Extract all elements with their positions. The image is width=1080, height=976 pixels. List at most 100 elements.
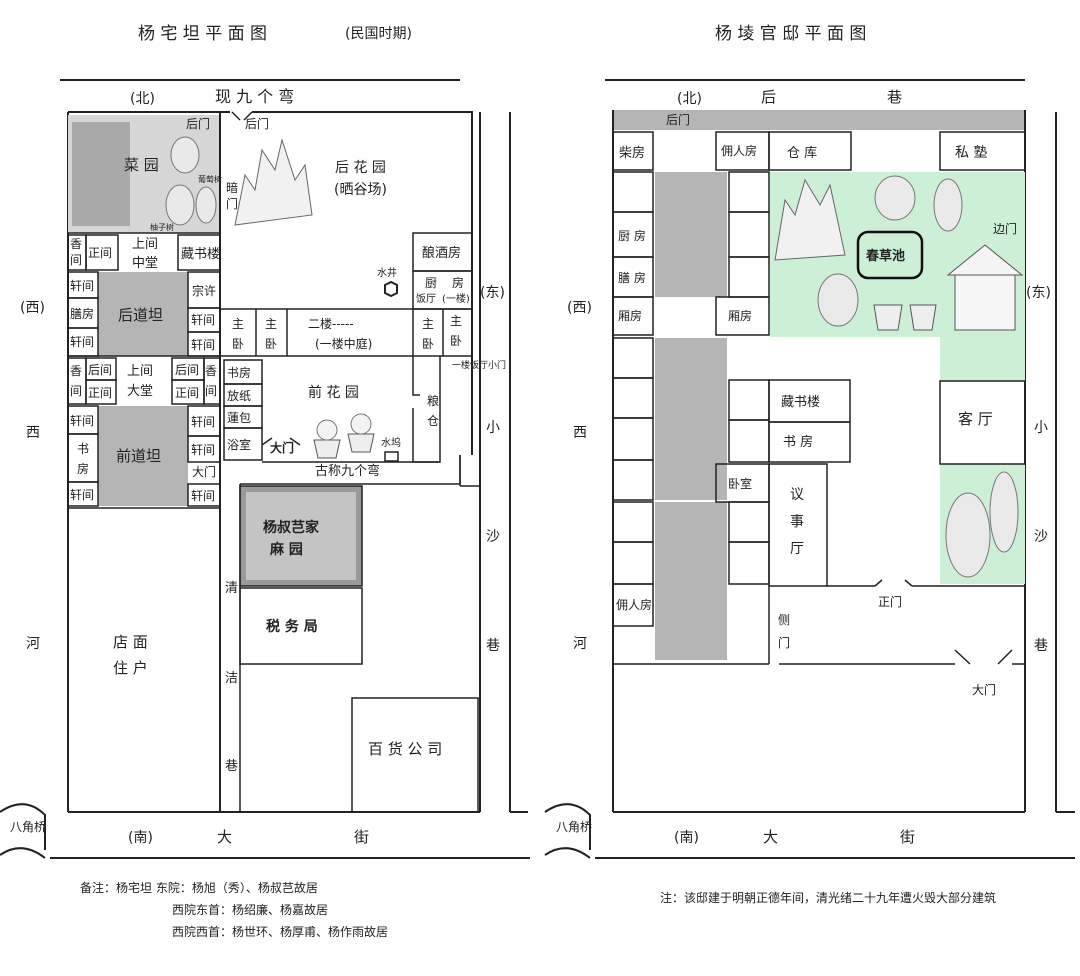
left-north-label: (北): [130, 91, 155, 107]
upper-room-middle-hall-1: 上间: [132, 237, 158, 252]
incense-room-3a: 香: [205, 364, 217, 378]
front-courtyard: [98, 406, 188, 506]
back-courtyard: [98, 272, 188, 356]
back-courtyard-label: 后道坦: [118, 306, 163, 324]
master-bedroom-1b: 卧: [232, 337, 244, 351]
wing-room-2-label: 厢房: [728, 308, 752, 323]
right-octagon-bridge: 八角桥: [556, 820, 592, 834]
master-bedroom-3a: 主: [422, 317, 434, 331]
tree-icon: [933, 178, 963, 232]
back-lane-band: [613, 110, 1025, 130]
side-room-7: 轩间: [191, 415, 215, 429]
clean-lane-2: 洁: [225, 671, 238, 686]
right-north-street-2: 巷: [887, 88, 902, 106]
rockery-icon: [774, 178, 846, 261]
grain-drying-field-label: (晒谷场): [334, 182, 387, 198]
back-garden-label: 后 花 园: [335, 160, 386, 176]
master-bedroom-3b: 卧: [422, 337, 434, 351]
side-room-4: 轩间: [191, 338, 215, 352]
left-west-river-1: 西: [26, 425, 40, 441]
second-floor-label: 二楼-----: [308, 316, 354, 331]
dining-room-label: 膳房: [70, 306, 94, 321]
master-bedroom-1a: 主: [232, 317, 244, 331]
side-door-2: 门: [778, 635, 790, 650]
left-note-line-1: 备注：杨宅坦 东院：杨旭（秀）、杨叔芑故居: [80, 880, 318, 895]
corridor-strip-3: [655, 502, 727, 660]
warehouse-label: 仓 库: [787, 145, 817, 161]
master-bedroom-2a: 主: [265, 317, 277, 331]
vegetable-garden-plot: [72, 122, 130, 226]
right-west-label: (西): [567, 300, 592, 316]
rockery-icon: [234, 138, 313, 226]
gate-label-b: 大门: [270, 440, 294, 455]
spring-grass-pond: [856, 230, 924, 280]
middle-court-label: (一楼中庭): [315, 336, 372, 351]
side-room-5: 轩间: [70, 414, 94, 428]
ancient-name-label: 古称九个弯: [315, 463, 380, 479]
pomelo-tree-label: 柚子树: [150, 222, 174, 232]
dining-hall-label: 饭厅: [416, 293, 436, 305]
gate-label-a: 大门: [192, 464, 216, 479]
right-west-river-1: 西: [573, 425, 587, 441]
water-dock-icon: [384, 451, 399, 462]
tree-icon: [989, 471, 1019, 553]
right-north-street-1: 后: [761, 88, 776, 106]
left-west-river-2: 河: [26, 636, 40, 652]
clean-lane-3: 巷: [225, 759, 238, 774]
upper-room-grand-hall-2: 大堂: [127, 384, 153, 399]
right-east-lane-3: 巷: [1034, 638, 1048, 654]
servants-room-1-label: 佣人房: [721, 143, 757, 158]
right-study-label: 书 房: [783, 434, 813, 450]
kitchen-label: 厨 房: [618, 228, 646, 243]
master-bedroom-4a: 主: [450, 314, 462, 328]
right-main-gate-label: 大门: [972, 682, 996, 697]
library-tower-label: 藏书楼: [181, 247, 220, 262]
right-library-tower-label: 藏书楼: [781, 395, 820, 410]
left-plan: 杨 宅 坦 平 面 图 (民国时期) (北) 现 九 个 弯 菜 园 后门 香椿…: [0, 24, 530, 939]
side-room-2: 轩间: [70, 335, 94, 349]
potted-plant-icon: [909, 304, 937, 331]
bathroom-label: 浴室: [227, 437, 251, 452]
department-store-label: 百 货 公 司: [368, 740, 442, 758]
right-back-door-label: 后门: [666, 112, 690, 127]
upper-room-middle-hall-2: 中堂: [132, 256, 158, 271]
left-octagon-bridge: 八角桥: [10, 820, 46, 834]
kitchen-label-2: 房: [452, 275, 464, 290]
woodshed-label: 柴房: [619, 145, 645, 161]
well-label: 水井: [377, 266, 397, 279]
bedroom-label: 卧室: [728, 476, 752, 491]
right-east-lane-2: 沙: [1034, 529, 1048, 545]
council-hall-1: 议: [790, 487, 804, 503]
well-icon: [384, 280, 398, 298]
left-title: 杨 宅 坦 平 面 图: [138, 24, 267, 44]
shopfront-label: 店 面: [113, 633, 148, 651]
potted-plant-icon: [347, 433, 375, 453]
incense-room-1a: 香: [70, 237, 82, 251]
back-room-2: 后间: [175, 363, 199, 377]
council-hall-2: 事: [790, 514, 804, 530]
incense-room-3b: 间: [205, 384, 217, 398]
right-north-label: (北): [677, 91, 702, 107]
dining-room-label: 膳 房: [618, 270, 646, 285]
right-south-street-2: 街: [900, 828, 915, 846]
left-south-street-1: 大: [217, 828, 232, 846]
hidden-door-label-1: 暗: [226, 180, 238, 195]
brewery-label: 酿酒房: [422, 245, 461, 261]
left-south-label: (南): [128, 830, 153, 846]
right-plan: 杨 堎 官 邸 平 面 图 (北) 后 巷 后门 柴房 佣人房 仓 库 私 塾 …: [544, 24, 1075, 905]
corridor-strip-1: [655, 172, 727, 297]
clean-lane-1: 清: [225, 581, 238, 596]
kitchen-label-1: 厨: [425, 276, 437, 290]
left-title-note: (民国时期): [345, 26, 412, 42]
left-east-lane-2: 沙: [486, 529, 500, 545]
incense-room-2a: 香: [70, 364, 82, 378]
first-floor-label: (一楼): [442, 292, 470, 305]
side-room-9: 轩间: [191, 489, 215, 503]
back-room-1: 后间: [88, 363, 112, 377]
tree-icon: [165, 184, 195, 226]
lianbao-room-label: 蓮包: [227, 411, 251, 425]
master-bedroom-2b: 卧: [265, 337, 277, 351]
side-room-3: 轩间: [191, 313, 215, 327]
paper-store-label: 放纸: [227, 388, 251, 403]
left-east-lane-1: 小: [486, 420, 500, 436]
